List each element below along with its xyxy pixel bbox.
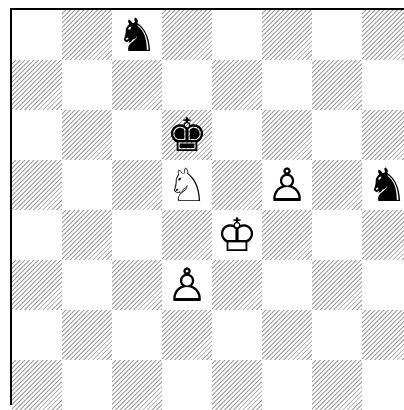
square-d2[interactable] [162,310,212,360]
square-c4[interactable] [112,210,162,260]
black-knight-icon[interactable]: ♞ [112,10,162,60]
square-a1[interactable] [12,360,62,410]
square-a4[interactable] [12,210,62,260]
square-b2[interactable] [62,310,112,360]
square-c5[interactable] [112,160,162,210]
board-edge-left [10,8,12,405]
chess-board: ♞♚♘♙♞♔♙ [12,10,404,410]
square-h5[interactable]: ♞ [362,160,404,210]
square-e6[interactable] [212,110,262,160]
square-c3[interactable] [112,260,162,310]
square-h3[interactable] [362,260,404,310]
square-f7[interactable] [262,60,312,110]
square-g1[interactable] [312,360,362,410]
square-e8[interactable] [212,10,262,60]
square-c2[interactable] [112,310,162,360]
square-f1[interactable] [262,360,312,410]
square-g4[interactable] [312,210,362,260]
square-e1[interactable] [212,360,262,410]
square-a6[interactable] [12,110,62,160]
square-d4[interactable] [162,210,212,260]
square-a3[interactable] [12,260,62,310]
square-a2[interactable] [12,310,62,360]
square-g6[interactable] [312,110,362,160]
white-pawn-icon[interactable]: ♙ [162,260,212,310]
square-e4[interactable]: ♔ [212,210,262,260]
square-c7[interactable] [112,60,162,110]
square-a5[interactable] [12,160,62,210]
square-d1[interactable] [162,360,212,410]
square-g8[interactable] [312,10,362,60]
square-h7[interactable] [362,60,404,110]
white-knight-icon[interactable]: ♘ [162,160,212,210]
square-f2[interactable] [262,310,312,360]
white-king-icon[interactable]: ♔ [212,210,262,260]
square-h1[interactable] [362,360,404,410]
square-f3[interactable] [262,260,312,310]
square-d3[interactable]: ♙ [162,260,212,310]
board-edge-top [10,8,404,10]
square-d6[interactable]: ♚ [162,110,212,160]
square-b8[interactable] [62,10,112,60]
square-e2[interactable] [212,310,262,360]
square-h8[interactable] [362,10,404,60]
square-f8[interactable] [262,10,312,60]
square-d7[interactable] [162,60,212,110]
black-king-icon[interactable]: ♚ [162,110,212,160]
square-b3[interactable] [62,260,112,310]
square-g3[interactable] [312,260,362,310]
square-a7[interactable] [12,60,62,110]
square-h2[interactable] [362,310,404,360]
square-c1[interactable] [112,360,162,410]
square-d8[interactable] [162,10,212,60]
square-b1[interactable] [62,360,112,410]
square-h6[interactable] [362,110,404,160]
square-b5[interactable] [62,160,112,210]
square-c6[interactable] [112,110,162,160]
square-f6[interactable] [262,110,312,160]
square-g2[interactable] [312,310,362,360]
square-e3[interactable] [212,260,262,310]
square-d5[interactable]: ♘ [162,160,212,210]
square-b4[interactable] [62,210,112,260]
white-pawn-icon[interactable]: ♙ [262,160,312,210]
square-g7[interactable] [312,60,362,110]
black-knight-icon[interactable]: ♞ [362,160,404,210]
square-g5[interactable] [312,160,362,210]
square-e7[interactable] [212,60,262,110]
square-h4[interactable] [362,210,404,260]
square-b7[interactable] [62,60,112,110]
square-e5[interactable] [212,160,262,210]
square-b6[interactable] [62,110,112,160]
square-a8[interactable] [12,10,62,60]
square-c8[interactable]: ♞ [112,10,162,60]
square-f4[interactable] [262,210,312,260]
square-f5[interactable]: ♙ [262,160,312,210]
